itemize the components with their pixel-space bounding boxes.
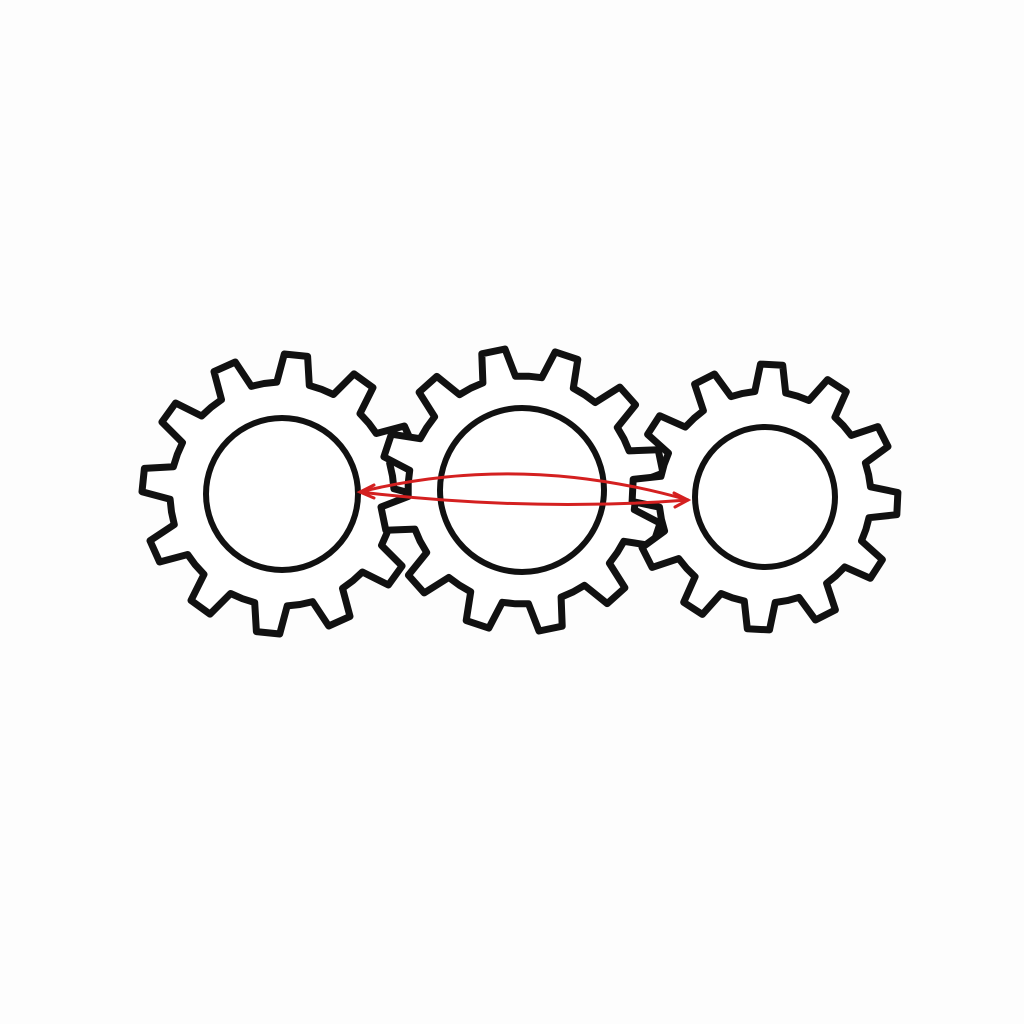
gears-layer [138, 345, 902, 638]
gear-left [138, 350, 426, 638]
gear-right [628, 360, 902, 634]
gear-right-hub [692, 424, 838, 570]
gear-right-outline [628, 360, 902, 634]
gear-left-outline [138, 350, 426, 638]
gear-middle-hub [437, 405, 607, 575]
gear-middle [377, 345, 667, 635]
arrowhead-left [356, 483, 376, 500]
gear-left-hub [203, 415, 361, 573]
gear-middle-outline [377, 345, 667, 635]
arrowhead-right [672, 491, 692, 509]
arrow-layer [356, 472, 692, 509]
arrow-lower-curve [358, 490, 690, 506]
arrow-upper-curve [358, 472, 690, 502]
